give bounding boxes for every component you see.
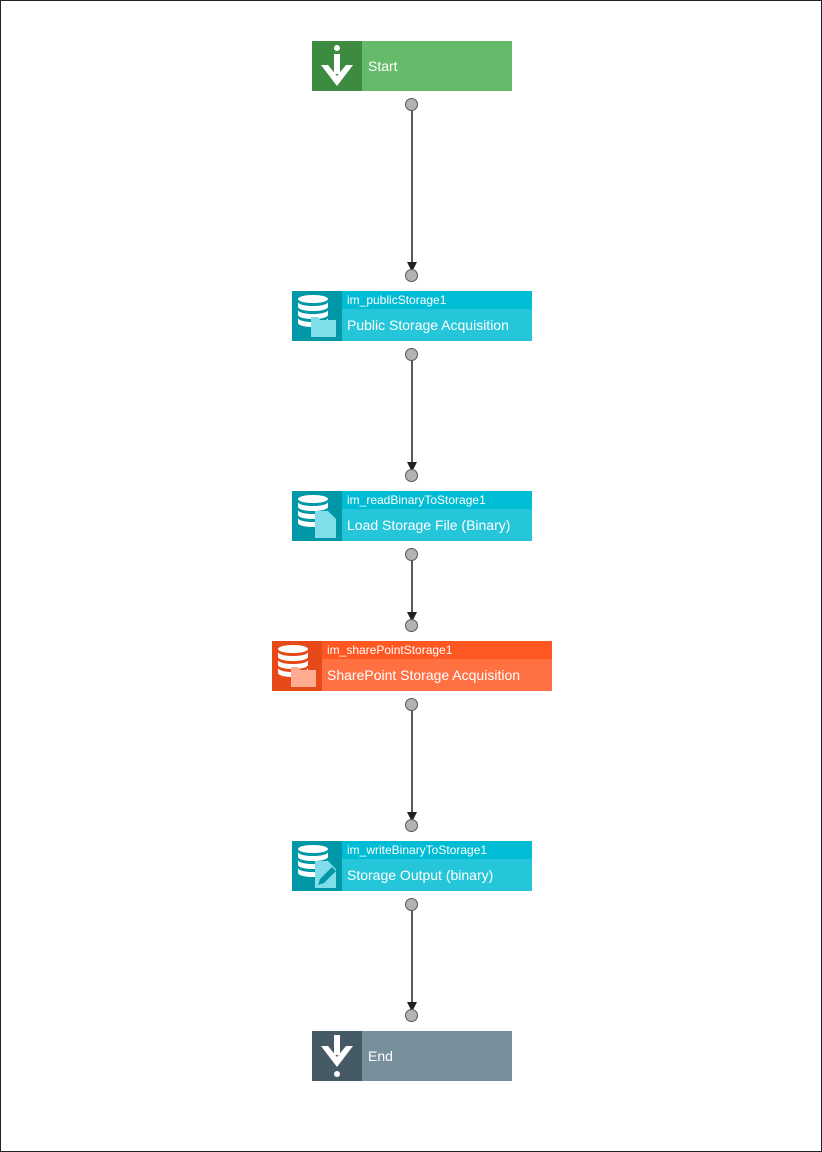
node-label: Public Storage Acquisition	[342, 309, 532, 341]
sharepoint-output-port[interactable]	[405, 698, 418, 711]
node-id: im_readBinaryToStorage1	[342, 491, 532, 509]
read-binary-input-port[interactable]	[405, 469, 418, 482]
storage-file-icon	[292, 491, 342, 541]
node-id: im_publicStorage1	[342, 291, 532, 309]
node-label: SharePoint Storage Acquisition	[322, 659, 552, 691]
end-node[interactable]: End	[312, 1031, 512, 1081]
start-output-port[interactable]	[405, 98, 418, 111]
sharepoint-node[interactable]: im_sharePointStorage1 SharePoint Storage…	[272, 641, 552, 691]
node-id: im_writeBinaryToStorage1	[342, 841, 532, 859]
read-binary-output-port[interactable]	[405, 548, 418, 561]
public-storage-output-port[interactable]	[405, 348, 418, 361]
node-label: Load Storage File (Binary)	[342, 509, 532, 541]
end-input-port[interactable]	[405, 1009, 418, 1022]
read-binary-node[interactable]: im_readBinaryToStorage1 Load Storage Fil…	[292, 491, 532, 541]
start-arrow-icon	[312, 41, 362, 91]
end-arrow-icon	[312, 1031, 362, 1081]
storage-file-edit-icon	[292, 841, 342, 891]
end-label: End	[368, 1048, 393, 1064]
write-binary-input-port[interactable]	[405, 819, 418, 832]
write-binary-node[interactable]: im_writeBinaryToStorage1 Storage Output …	[292, 841, 532, 891]
public-storage-node[interactable]: im_publicStorage1 Public Storage Acquisi…	[292, 291, 532, 341]
storage-folder-icon	[292, 291, 342, 341]
sharepoint-input-port[interactable]	[405, 619, 418, 632]
start-label: Start	[368, 58, 398, 74]
node-id: im_sharePointStorage1	[322, 641, 552, 659]
write-binary-output-port[interactable]	[405, 898, 418, 911]
storage-folder-icon	[272, 641, 322, 691]
public-storage-input-port[interactable]	[405, 269, 418, 282]
node-label: Storage Output (binary)	[342, 859, 532, 891]
start-node[interactable]: Start	[312, 41, 512, 91]
